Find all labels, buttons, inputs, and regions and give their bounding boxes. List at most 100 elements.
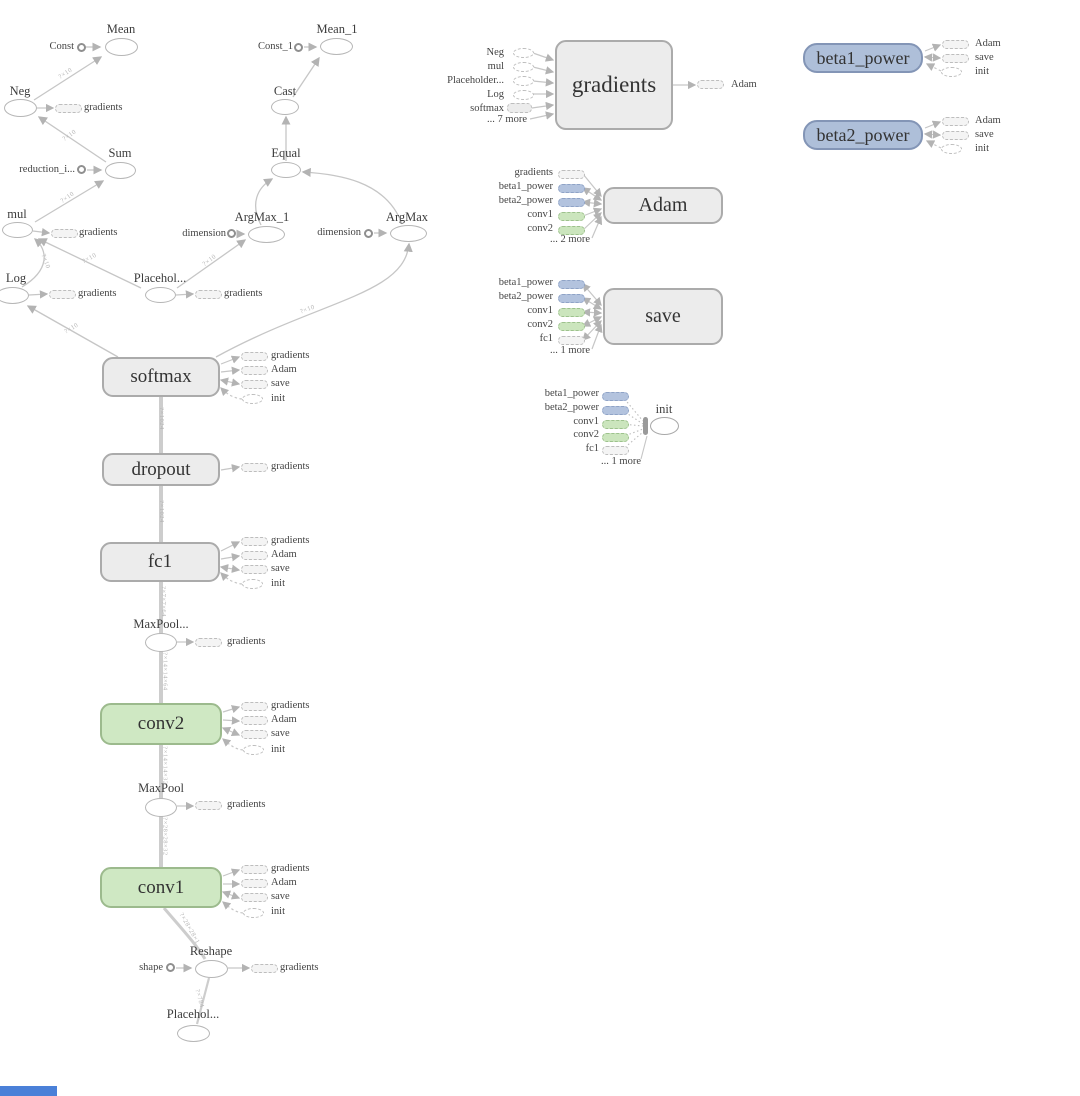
- op-node-equal[interactable]: [271, 162, 301, 178]
- op-node-argmax-1[interactable]: [248, 226, 285, 243]
- gradients-stub[interactable]: [195, 801, 222, 810]
- save-stub[interactable]: [942, 131, 969, 140]
- save-stub[interactable]: [241, 893, 268, 902]
- input-stub[interactable]: [558, 336, 585, 345]
- node-label: Placehol...: [166, 1007, 220, 1021]
- save-stub[interactable]: [241, 380, 268, 389]
- output-stub[interactable]: [697, 80, 724, 89]
- const-node[interactable]: [77, 43, 86, 52]
- input-label: beta2_power: [498, 291, 553, 302]
- minimap-fragment[interactable]: [0, 1086, 57, 1096]
- node-label: init: [655, 402, 673, 416]
- adam-stub[interactable]: [241, 551, 268, 560]
- annotation-label: gradients: [271, 863, 310, 874]
- input-stub[interactable]: [558, 212, 585, 221]
- gradients-stub[interactable]: [195, 638, 222, 647]
- variable-node-beta2-power[interactable]: beta2_power: [803, 120, 923, 150]
- op-node-mean[interactable]: [105, 38, 138, 56]
- input-stub[interactable]: [602, 406, 629, 415]
- op-node-init[interactable]: [650, 417, 679, 435]
- init-stub[interactable]: [243, 745, 264, 755]
- input-stub[interactable]: [602, 420, 629, 429]
- input-stub[interactable]: [558, 170, 585, 179]
- input-stub[interactable]: [602, 446, 629, 455]
- op-node-sum[interactable]: [105, 162, 136, 179]
- gradients-stub[interactable]: [49, 290, 76, 299]
- op-node-maxpool[interactable]: [145, 798, 177, 817]
- init-stub[interactable]: [941, 144, 962, 154]
- op-node-mean-1[interactable]: [320, 38, 353, 55]
- adam-stub[interactable]: [241, 879, 268, 888]
- gradients-stub[interactable]: [241, 537, 268, 546]
- op-node-log[interactable]: [0, 287, 29, 304]
- arrow-cluster: [643, 417, 648, 435]
- op-node-placeholder-top[interactable]: [145, 287, 176, 303]
- op-node-neg[interactable]: [4, 99, 37, 117]
- edge-shape-label: ?×1024: [157, 407, 165, 430]
- node-label: ArgMax_1: [234, 210, 290, 224]
- node-label: Sum: [108, 146, 132, 160]
- namespace-node-save[interactable]: save: [603, 288, 723, 345]
- init-stub[interactable]: [242, 579, 263, 589]
- namespace-node-adam[interactable]: Adam: [603, 187, 723, 224]
- namespace-node-softmax[interactable]: softmax: [102, 357, 220, 397]
- input-stub[interactable]: [513, 48, 534, 58]
- input-stub[interactable]: [558, 226, 585, 235]
- input-stub[interactable]: [558, 198, 585, 207]
- input-label: beta1_power: [498, 277, 553, 288]
- op-node-maxpool-1[interactable]: [145, 633, 177, 652]
- const-node[interactable]: [294, 43, 303, 52]
- namespace-node-dropout[interactable]: dropout: [102, 453, 220, 486]
- const-node[interactable]: [166, 963, 175, 972]
- node-title: dropout: [131, 458, 191, 480]
- gradients-stub[interactable]: [241, 463, 268, 472]
- gradients-stub[interactable]: [241, 865, 268, 874]
- save-stub[interactable]: [241, 730, 268, 739]
- save-stub[interactable]: [942, 54, 969, 63]
- annotation-label: init: [975, 143, 990, 154]
- variable-node-beta1-power[interactable]: beta1_power: [803, 43, 923, 73]
- input-stub[interactable]: [558, 280, 585, 289]
- adam-stub[interactable]: [241, 716, 268, 725]
- input-stub[interactable]: [558, 184, 585, 193]
- input-stub[interactable]: [513, 76, 534, 86]
- input-label: conv1: [527, 305, 553, 316]
- namespace-node-conv1[interactable]: conv1: [100, 867, 222, 908]
- namespace-node-fc1[interactable]: fc1: [100, 542, 220, 582]
- op-node-argmax[interactable]: [390, 225, 427, 242]
- edge-shape-label: ?×10: [59, 190, 76, 205]
- init-stub[interactable]: [243, 908, 264, 918]
- const-node[interactable]: [77, 165, 86, 174]
- op-node-mul[interactable]: [2, 222, 33, 238]
- adam-stub[interactable]: [942, 117, 969, 126]
- save-stub[interactable]: [241, 565, 268, 574]
- init-stub[interactable]: [941, 67, 962, 77]
- input-stub[interactable]: [513, 62, 534, 72]
- const-node[interactable]: [227, 229, 236, 238]
- gradients-stub[interactable]: [55, 104, 82, 113]
- op-node-placeholder-bottom[interactable]: [177, 1025, 210, 1042]
- gradients-stub[interactable]: [195, 290, 222, 299]
- gradients-stub[interactable]: [51, 229, 78, 238]
- gradients-stub[interactable]: [251, 964, 278, 973]
- input-stub[interactable]: [558, 294, 585, 303]
- input-stub[interactable]: [513, 90, 534, 100]
- namespace-node-gradients[interactable]: gradients: [555, 40, 673, 130]
- const-node[interactable]: [364, 229, 373, 238]
- input-stub[interactable]: [602, 392, 629, 401]
- op-node-reshape[interactable]: [195, 960, 228, 978]
- namespace-node-conv2[interactable]: conv2: [100, 703, 222, 745]
- gradients-stub[interactable]: [241, 702, 268, 711]
- adam-stub[interactable]: [942, 40, 969, 49]
- input-stub[interactable]: [558, 308, 585, 317]
- input-stub[interactable]: [558, 322, 585, 331]
- input-stub[interactable]: [602, 433, 629, 442]
- input-stub[interactable]: [507, 103, 532, 113]
- input-label: Log: [487, 89, 504, 100]
- adam-stub[interactable]: [241, 366, 268, 375]
- gradients-stub[interactable]: [241, 352, 268, 361]
- input-label: gradients: [514, 167, 554, 178]
- op-node-cast[interactable]: [271, 99, 299, 115]
- init-stub[interactable]: [242, 394, 263, 404]
